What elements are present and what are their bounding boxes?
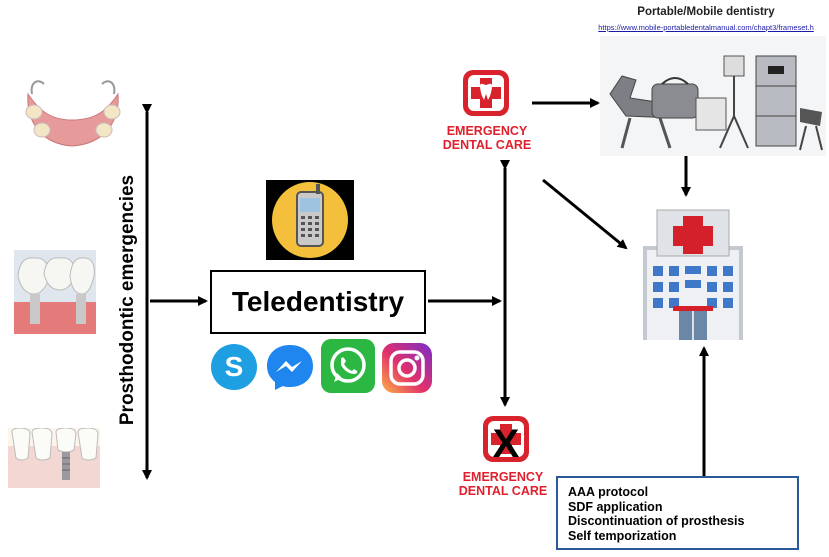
hospital-icon [643,209,743,340]
dental-bridge-icon [14,250,96,334]
mobile-phone-icon [266,180,354,260]
no-emergency-icon: X [483,416,529,464]
portable-dentistry-title: Portable/Mobile dentistry [637,6,775,18]
partial-denture-icon [25,80,121,147]
teledentistry-box: Teledentistry [210,270,426,334]
emergency-tooth-icon [463,70,509,116]
svg-text:X: X [493,422,520,464]
whatsapp-icon [321,339,375,393]
measure-item: Self temporization [568,528,677,543]
measure-item: AAA protocol [568,485,649,499]
messenger-icon [267,345,313,390]
arrow-to-hospital [542,178,628,250]
emergency-bottom-label: EMERGENCY DENTAL CARE [458,470,548,498]
prosthodontic-emergencies-label: Prosthodontic emergencies [117,174,138,426]
emergency-top-label: EMERGENCY DENTAL CARE [442,124,532,152]
dental-implant-icon [8,428,100,488]
svg-text:S: S [225,351,244,382]
measures-box: AAA protocol SDF application Discontinua… [556,476,799,550]
measure-item: Discontinuation of prosthesis [568,514,745,528]
teledentistry-label: Teledentistry [231,286,405,317]
skype-icon: S [211,344,257,390]
measure-item: SDF application [568,499,663,514]
portable-dentistry-link[interactable]: https://www.mobile-portabledentalmanual.… [598,23,814,32]
instagram-icon [382,343,432,393]
portable-dental-unit-icon [600,36,826,156]
